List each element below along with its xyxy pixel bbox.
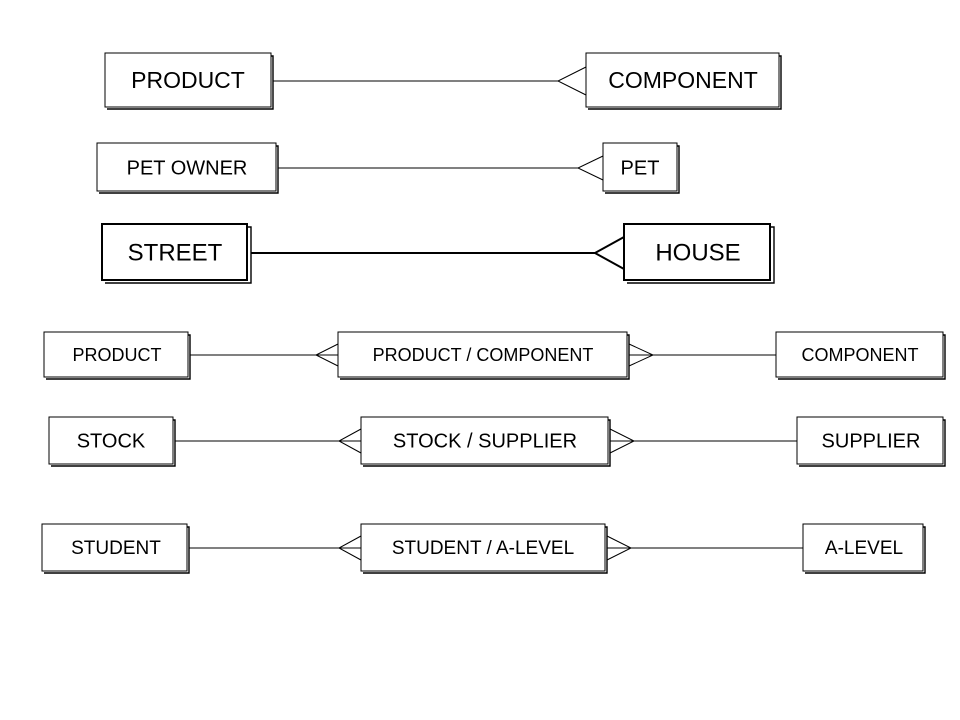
svg-text:COMPONENT: COMPONENT — [802, 345, 919, 365]
entity-student-a-level-link: STUDENT / A-LEVEL — [360, 523, 608, 574]
svg-text:STUDENT: STUDENT — [71, 538, 161, 559]
crows-foot-many-icon — [556, 66, 587, 96]
crows-foot-many-icon — [337, 428, 362, 454]
svg-text:SUPPLIER: SUPPLIER — [822, 430, 921, 452]
svg-text:PRODUCT: PRODUCT — [131, 67, 245, 93]
svg-text:PET OWNER: PET OWNER — [127, 157, 248, 179]
svg-text:STOCK: STOCK — [77, 430, 146, 452]
entity-product: PRODUCT — [104, 52, 274, 110]
entity-product-2: PRODUCT — [43, 331, 191, 380]
svg-text:HOUSE: HOUSE — [655, 239, 740, 266]
crows-foot-many-icon — [609, 428, 636, 454]
relationship-stock-link-supplier: STOCK STOCK / SUPPLIER SUPPLIER — [48, 416, 946, 467]
crows-foot-many-icon — [314, 343, 339, 367]
entity-component-2: COMPONENT — [775, 331, 946, 380]
crows-foot-many-icon — [628, 343, 655, 367]
svg-text:PRODUCT: PRODUCT — [73, 345, 162, 365]
relationship-street-house: STREET HOUSE — [101, 223, 775, 284]
relationship-product-link-component: PRODUCT PRODUCT / COMPONENT COMPONENT — [43, 331, 946, 380]
svg-text:PET: PET — [621, 157, 660, 179]
entity-component: COMPONENT — [585, 52, 782, 110]
relationship-student-link-a-level: STUDENT STUDENT / A-LEVEL A-LEVEL — [41, 523, 926, 574]
crows-foot-many-icon — [337, 535, 362, 561]
entity-stock-supplier-link: STOCK / SUPPLIER — [360, 416, 611, 467]
entity-pet: PET — [602, 142, 680, 194]
entity-a-level: A-LEVEL — [802, 523, 926, 574]
crows-foot-many-icon — [606, 535, 633, 561]
entity-street: STREET — [101, 223, 252, 284]
svg-text:STOCK / SUPPLIER: STOCK / SUPPLIER — [393, 430, 577, 452]
svg-text:COMPONENT: COMPONENT — [608, 67, 758, 93]
entity-stock: STOCK — [48, 416, 176, 467]
relationship-pet-owner-pet: PET OWNER PET — [96, 142, 680, 194]
entity-house: HOUSE — [623, 223, 775, 284]
crows-foot-many-icon — [592, 236, 625, 270]
entity-student: STUDENT — [41, 523, 190, 574]
svg-text:STREET: STREET — [128, 239, 223, 266]
entity-product-component-link: PRODUCT / COMPONENT — [337, 331, 630, 380]
crows-foot-many-icon — [576, 155, 604, 181]
entity-pet-owner: PET OWNER — [96, 142, 279, 194]
svg-text:A-LEVEL: A-LEVEL — [825, 538, 903, 559]
svg-text:PRODUCT / COMPONENT: PRODUCT / COMPONENT — [373, 345, 594, 365]
relationship-product-component: PRODUCT COMPONENT — [104, 52, 782, 110]
svg-text:STUDENT / A-LEVEL: STUDENT / A-LEVEL — [392, 538, 574, 559]
entity-supplier: SUPPLIER — [796, 416, 946, 467]
